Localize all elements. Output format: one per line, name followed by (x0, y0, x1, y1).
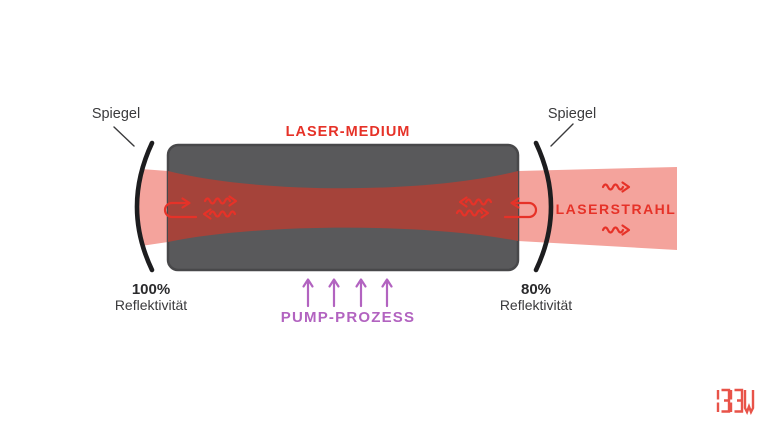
pump-arrow-icon (355, 278, 367, 308)
photon-wave-arrows-right (455, 196, 493, 219)
wave-right-icon (455, 209, 484, 217)
wave-right-icon (601, 183, 625, 191)
wave-right-icon (601, 226, 625, 234)
arrowhead-right-icon (621, 181, 631, 193)
arrowhead-right-icon (621, 224, 631, 236)
beam-output-segment (518, 167, 677, 250)
pump-arrows (302, 278, 393, 308)
pump-prozess-label: PUMP-PROZESS (281, 309, 415, 326)
spiegel-right-label: Spiegel (548, 106, 596, 122)
mirror-left-icon (134, 140, 155, 273)
laserstrahl-label: LASERSTRAHL (556, 201, 677, 217)
pointer-line-left (113, 126, 135, 147)
arrowhead-left-icon (458, 196, 468, 208)
beam-left-segment (137, 169, 168, 246)
spiegel-left-label: Spiegel (92, 106, 140, 122)
pointer-line-right (550, 123, 574, 147)
output-wave-arrows (601, 181, 631, 236)
reflectivity-right-label: Reflektivität (500, 297, 572, 313)
reflection-loop-arrow-left (163, 197, 198, 219)
pump-arrow-icon (328, 278, 340, 308)
beam-core-hourglass (168, 171, 518, 242)
arrowhead-right-icon (480, 207, 490, 219)
wave-right-icon (203, 197, 232, 205)
pump-arrow-icon (302, 278, 314, 308)
reflection-loop-arrow-right (503, 197, 538, 219)
arrowhead-right-icon (228, 195, 238, 207)
bbw-logo-icon (716, 388, 755, 416)
pump-arrow-icon (381, 278, 393, 308)
laser-medium-title: LASER-MEDIUM (286, 124, 411, 140)
mirror-right-icon (533, 140, 554, 273)
arrowhead-left-icon (510, 197, 520, 209)
wave-left-icon (464, 198, 493, 206)
reflectivity-left-percent: 100% (132, 281, 170, 298)
arrowhead-right-icon (181, 197, 191, 209)
photon-wave-arrows-left (202, 195, 238, 220)
reflectivity-left-label: Reflektivität (115, 297, 187, 313)
reflectivity-right-percent: 80% (521, 281, 551, 298)
wave-left-icon (208, 210, 237, 218)
arrowhead-left-icon (202, 208, 212, 220)
